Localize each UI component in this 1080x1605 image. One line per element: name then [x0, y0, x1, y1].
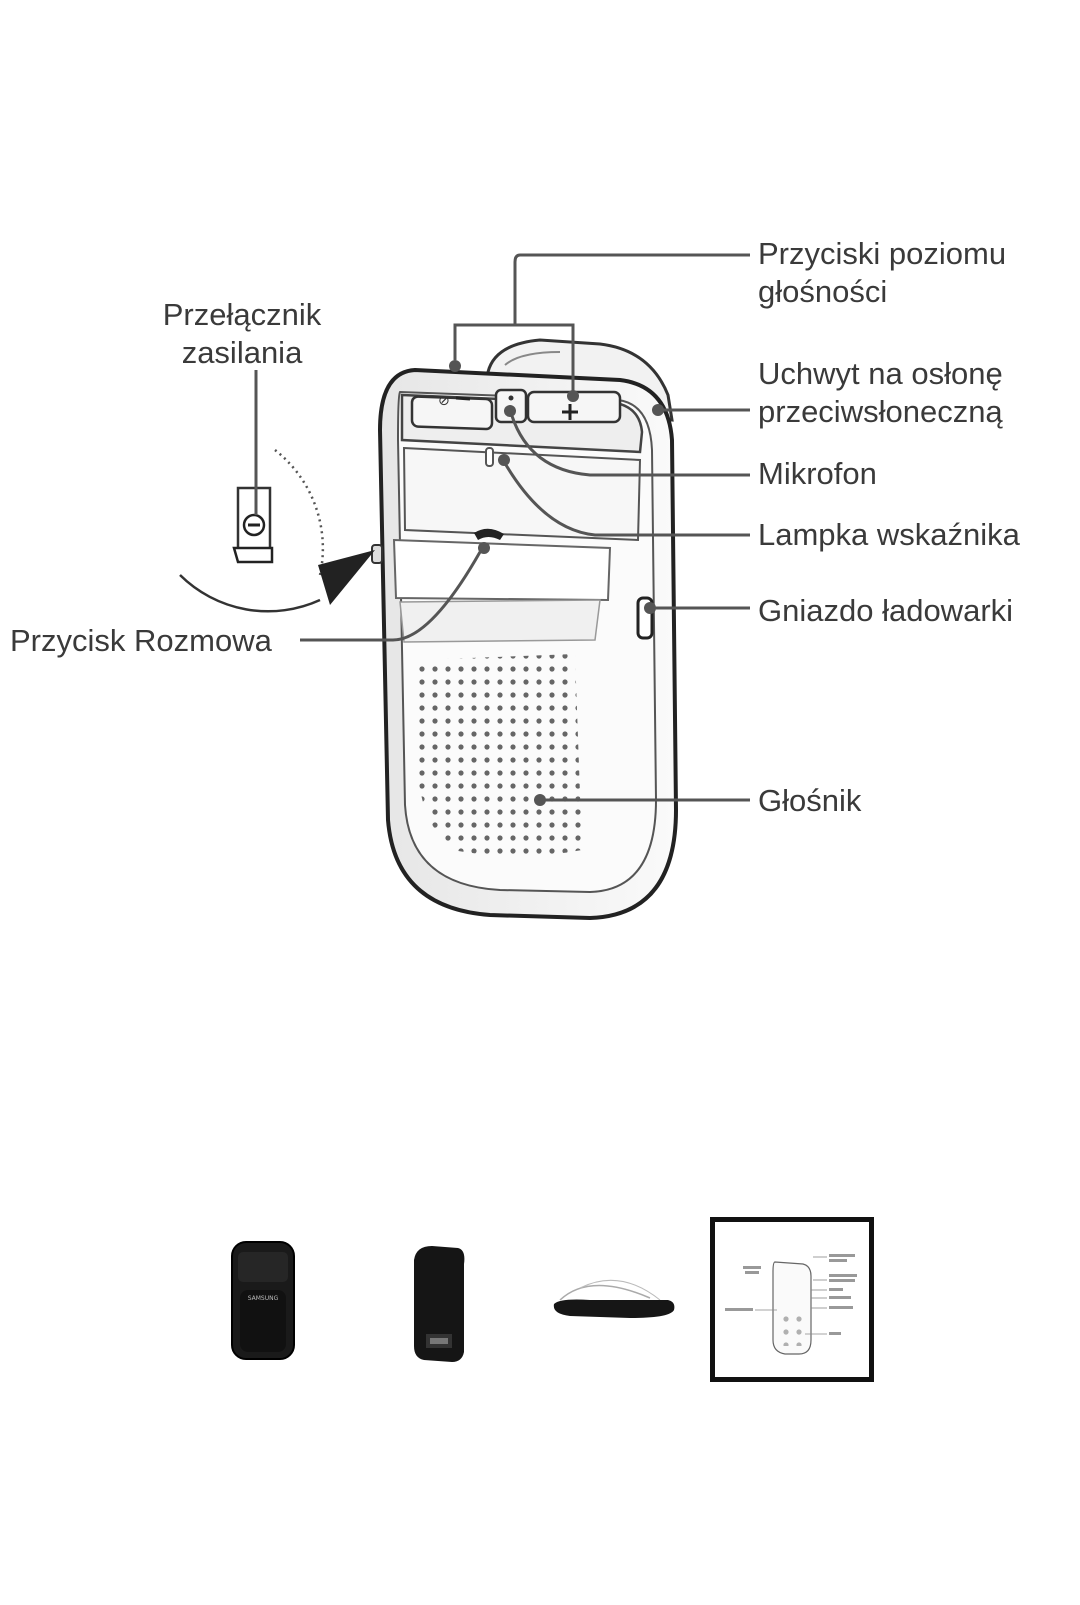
- thumbnail-strip: SAMSUNG: [0, 1217, 1080, 1420]
- thumbnail-diagram-view[interactable]: [710, 1217, 874, 1382]
- thumbnail-clip-view[interactable]: [550, 1270, 680, 1330]
- thumbnail-diagram-mini: [725, 1254, 857, 1355]
- thumbnail-front-view[interactable]: SAMSUNG: [228, 1238, 298, 1363]
- brand-text: SAMSUNG: [248, 1295, 279, 1302]
- label-volume-buttons: Przyciski poziomu głośności: [758, 236, 1007, 309]
- label-microphone: Mikrofon: [758, 456, 877, 491]
- thumbnail-side-view[interactable]: [408, 1242, 468, 1364]
- label-indicator-light: Lampka wskaźnika: [758, 517, 1020, 552]
- label-speaker: Głośnik: [758, 783, 862, 818]
- device-body: ⊘: [371, 367, 679, 921]
- svg-text:⊘: ⊘: [438, 393, 450, 409]
- label-charger-socket: Gniazdo ładowarki: [758, 593, 1014, 628]
- label-power-switch: Przełącznik zasilania: [162, 297, 322, 370]
- leader-lines: [254, 253, 750, 806]
- label-call-button: Przycisk Rozmowa: [10, 623, 272, 658]
- device-illustration: ⊘: [179, 253, 750, 921]
- power-switch-magnifier: [179, 449, 375, 613]
- label-visor-clip: Uchwyt na osłonę przeciwsłoneczną: [758, 356, 1003, 429]
- device-diagram: ⊘: [10, 236, 1020, 921]
